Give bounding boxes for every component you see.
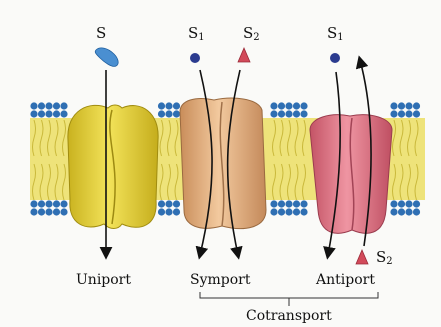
lipid-head: [293, 110, 300, 117]
label-s2-symport: S2: [243, 26, 260, 43]
label-s2-antiport-text: S: [376, 248, 386, 266]
lipid-head: [270, 102, 277, 109]
lipid-head: [173, 110, 180, 117]
label-s1-symport-subscript: 1: [198, 32, 204, 43]
lipid-head: [45, 200, 52, 207]
label-s2-antiport: S2: [376, 250, 393, 267]
label-s1-antiport: S1: [327, 26, 344, 43]
label-s1-symport-text: S: [188, 24, 198, 42]
lipid-head: [165, 200, 172, 207]
label-s2-symport-text: S: [243, 24, 253, 42]
lipid-head: [270, 208, 277, 215]
lipid-head: [285, 208, 292, 215]
lipid-head: [390, 208, 397, 215]
lipid-head: [165, 102, 172, 109]
lipid-head: [30, 110, 37, 117]
lipid-head: [405, 102, 412, 109]
lipid-head: [60, 102, 67, 109]
label-s1-antiport-subscript: 1: [337, 32, 343, 43]
lipid-head: [390, 200, 397, 207]
lipid-head: [38, 110, 45, 117]
lipid-head: [53, 110, 60, 117]
lipid-head: [60, 208, 67, 215]
lipid-head: [158, 208, 165, 215]
cotransport-bracket: [200, 292, 378, 306]
lipid-head: [293, 102, 300, 109]
lipid-head: [405, 110, 412, 117]
lipid-head: [293, 200, 300, 207]
lipid-head: [300, 200, 307, 207]
lipid-head: [398, 208, 405, 215]
lipid-head: [398, 110, 405, 117]
lipid-head: [53, 102, 60, 109]
label-s1-antiport-text: S: [327, 24, 337, 42]
label-s2-antiport-subscript: 2: [386, 256, 392, 267]
lipid-head: [270, 110, 277, 117]
antiport-protein: [310, 115, 392, 233]
lipid-head: [278, 110, 285, 117]
cotransport-label: Cotransport: [246, 309, 332, 323]
lipid-head: [300, 110, 307, 117]
lipid-head: [38, 208, 45, 215]
label-s1-symport: S1: [188, 26, 205, 43]
lipid-head: [60, 200, 67, 207]
lipid-head: [278, 208, 285, 215]
lipid-head: [398, 102, 405, 109]
substrate-s2-antiport: [356, 250, 368, 264]
lipid-head: [285, 200, 292, 207]
lipid-head: [413, 208, 420, 215]
lipid-head: [405, 200, 412, 207]
substrate-s-uniport: [95, 48, 118, 66]
lipid-head: [45, 110, 52, 117]
lipid-head: [413, 110, 420, 117]
lipid-head: [413, 200, 420, 207]
symport-protein: [180, 98, 266, 228]
label-s-text: S: [96, 24, 106, 42]
lipid-head: [278, 102, 285, 109]
lipid-head: [173, 200, 180, 207]
lipid-head: [158, 200, 165, 207]
lipid-head: [30, 102, 37, 109]
lipid-head: [413, 102, 420, 109]
lipid-head: [405, 208, 412, 215]
label-s: S: [96, 26, 106, 41]
lipid-head: [165, 208, 172, 215]
lipid-head: [173, 208, 180, 215]
substrate-s2-symport: [238, 48, 250, 62]
lipid-head: [45, 102, 52, 109]
lipid-head: [278, 200, 285, 207]
substrate-s1-symport: [190, 53, 200, 63]
lipid-head: [30, 200, 37, 207]
uniport-label: Uniport: [76, 273, 131, 287]
lipid-head: [398, 200, 405, 207]
lipid-head: [45, 208, 52, 215]
lipid-head: [390, 102, 397, 109]
lipid-head: [270, 200, 277, 207]
lipid-head: [173, 102, 180, 109]
lipid-head: [53, 200, 60, 207]
lipid-head: [285, 110, 292, 117]
substrate-s1-antiport: [330, 53, 340, 63]
label-s2-symport-subscript: 2: [253, 32, 259, 43]
lipid-head: [285, 102, 292, 109]
lipid-head: [300, 102, 307, 109]
lipid-head: [158, 102, 165, 109]
lipid-head: [293, 208, 300, 215]
antiport-label: Antiport: [316, 273, 375, 287]
lipid-head: [60, 110, 67, 117]
lipid-head: [38, 200, 45, 207]
lipid-head: [300, 208, 307, 215]
lipid-head: [390, 110, 397, 117]
lipid-head: [53, 208, 60, 215]
lipid-head: [165, 110, 172, 117]
lipid-head: [158, 110, 165, 117]
lipid-head: [38, 102, 45, 109]
lipid-head: [30, 208, 37, 215]
uniport-protein: [68, 105, 158, 229]
symport-label: Symport: [190, 273, 250, 287]
